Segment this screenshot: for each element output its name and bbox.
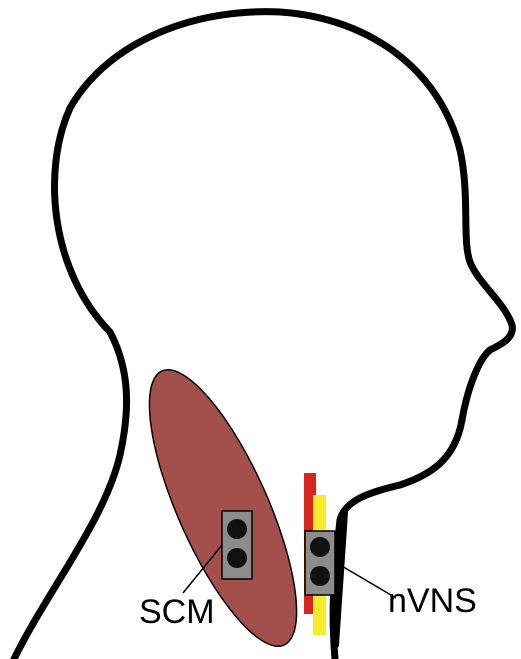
scm-label: SCM: [139, 593, 215, 631]
nvns-label: nVNS: [388, 582, 477, 620]
scm-electrode-bottom: [227, 548, 247, 568]
nvns-leader-line: [335, 562, 396, 598]
nvns-device: [305, 531, 335, 595]
nvns-electrode-bottom: [310, 566, 330, 586]
scm-electrode-top: [227, 519, 247, 539]
scm-device: [222, 511, 252, 579]
nvns-electrode-top: [310, 537, 330, 557]
